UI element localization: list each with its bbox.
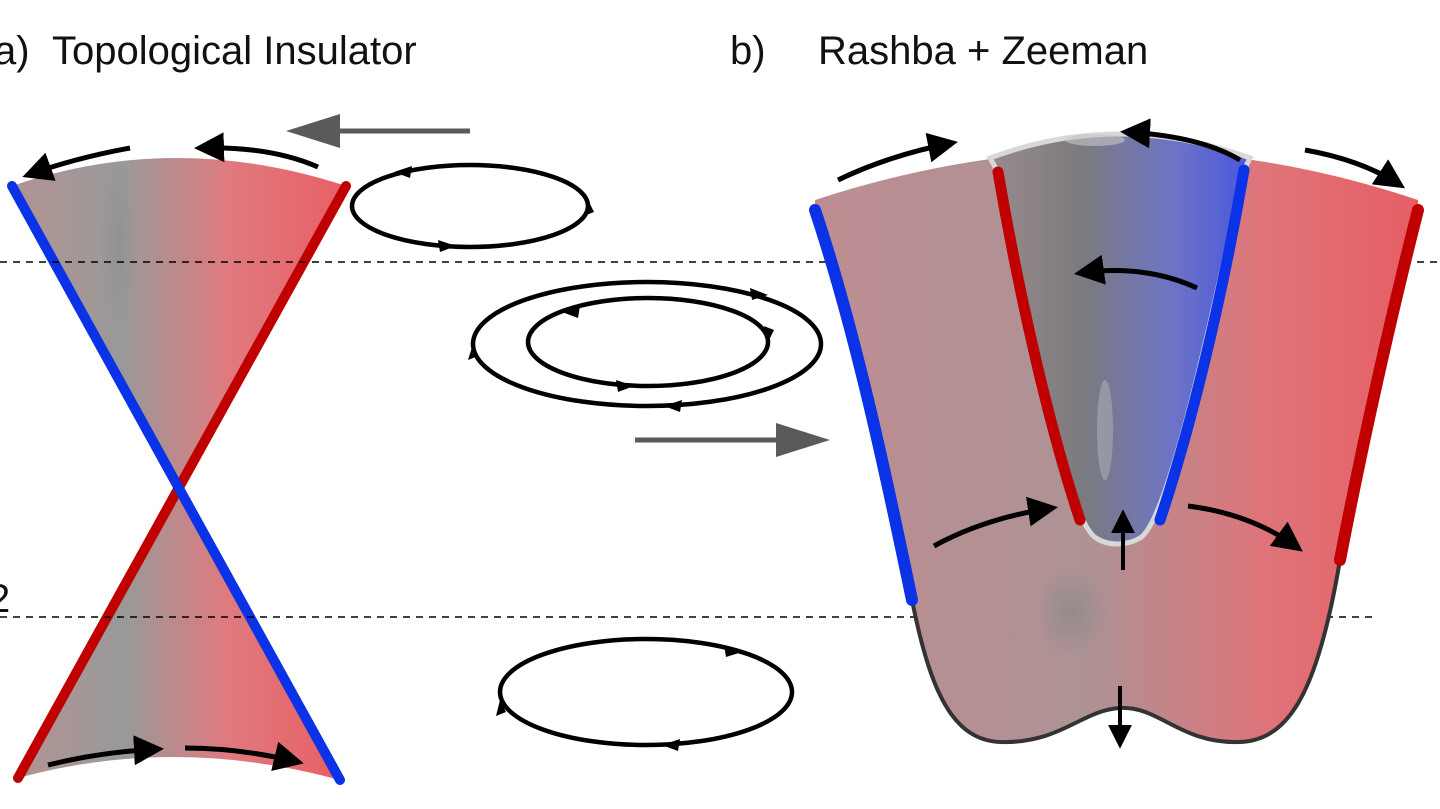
- panel-b-title: Rashba + Zeeman: [818, 29, 1148, 73]
- panel-b-letter: b): [730, 29, 766, 73]
- lower-cone-surface: [18, 490, 340, 780]
- outer-band-spin-arrow-left: [932, 496, 1058, 549]
- cone-bottom-spin-arrow-left: [47, 735, 164, 768]
- cone-top-spin-arrow-left: [22, 145, 131, 181]
- outer-rim-spin-arrow-left: [836, 132, 958, 183]
- outer-band-blue-edge: [809, 204, 918, 606]
- spin-down-band: [7, 181, 345, 785]
- left-lower-label: 2: [0, 577, 10, 621]
- cone-top-spin-arrow-right: [194, 132, 320, 170]
- outer-band-red-edge: [1334, 204, 1424, 566]
- rashba-zeeman-bands: [809, 118, 1424, 749]
- spin-loop-middle-inner: [525, 295, 774, 392]
- spin-loop-middle-outer: [468, 279, 824, 412]
- inner-band-spin-arrow: [1074, 254, 1199, 291]
- direction-arrow-left: [286, 114, 470, 148]
- spin-loop-bottom: [496, 636, 795, 751]
- cone-bottom-spin-arrow-right: [184, 741, 304, 771]
- spin-loop-top: [349, 162, 594, 252]
- inner-band-blue-edge: [1154, 164, 1250, 526]
- inner-band-red-edge: [992, 166, 1086, 526]
- upper-cone-surface: [12, 158, 346, 490]
- outer-band-spin-arrow-right: [1187, 503, 1303, 552]
- inner-rim-spin-arrow: [1120, 118, 1242, 163]
- panel-a-title: Topological Insulator: [52, 29, 417, 73]
- spin-up-band: [13, 181, 351, 783]
- panel-a-letter: a): [0, 29, 30, 73]
- outer-rim-spin-arrow-right: [1304, 147, 1406, 189]
- direction-arrow-right: [635, 423, 830, 457]
- dirac-cone: [7, 132, 351, 785]
